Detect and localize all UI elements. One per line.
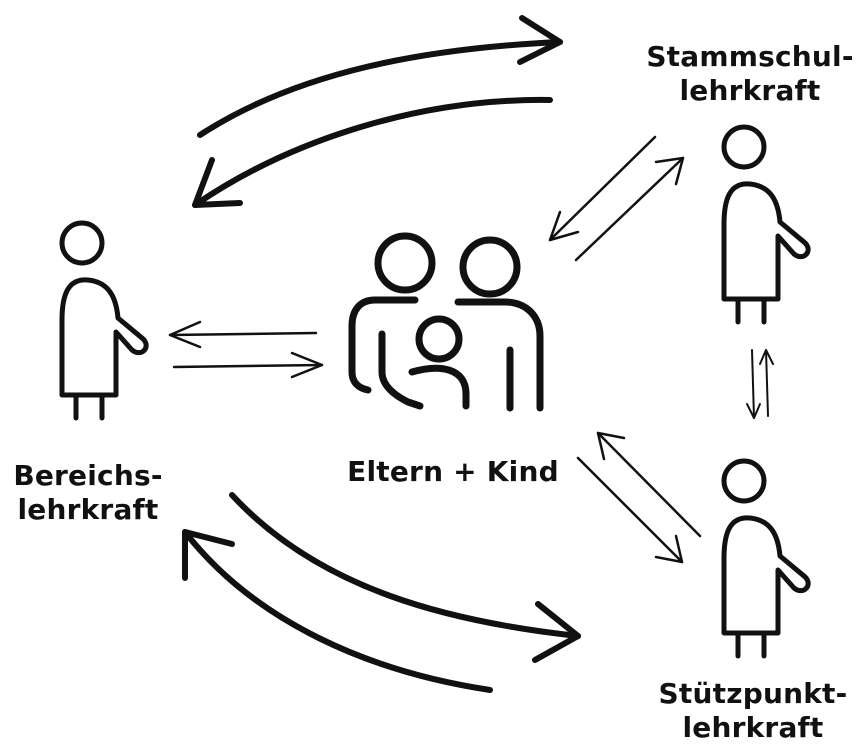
arrow-bereichs-to-stuetzpunkt bbox=[229, 492, 581, 663]
stammschullehrkraft-person-icon bbox=[724, 127, 808, 322]
stammschullehrkraft-label-line2: lehrkraft bbox=[679, 74, 821, 107]
arrow-eltern-to-stuetzpunkt bbox=[576, 456, 684, 564]
bereichslehrkraft-label-line2: lehrkraft bbox=[17, 493, 159, 526]
eltern-kind-label: Eltern + Kind bbox=[338, 455, 568, 489]
arrow-bereichs-to-stammschul bbox=[197, 15, 563, 138]
bereichslehrkraft-label: Bereichs- lehrkraft bbox=[4, 459, 172, 527]
stammschullehrkraft-label-line1: Stammschul- bbox=[646, 40, 854, 73]
arrow-eltern-to-bereichs bbox=[168, 320, 318, 349]
stammschullehrkraft-label: Stammschul- lehrkraft bbox=[640, 40, 860, 108]
stuetzpunktlehrkraft-person-icon bbox=[724, 461, 808, 656]
arrow-stammschul-to-eltern bbox=[548, 135, 657, 242]
arrow-stammschul-to-bereichs bbox=[192, 96, 553, 208]
arrow-stuetzpunkt-to-stammschul bbox=[759, 349, 774, 417]
arrow-eltern-to-stammschul bbox=[574, 156, 685, 262]
stuetzpunktlehrkraft-label: Stützpunkt- lehrkraft bbox=[648, 677, 858, 745]
arrow-stuetzpunkt-to-bereichs bbox=[182, 529, 493, 693]
bereichslehrkraft-person-icon bbox=[62, 223, 146, 418]
arrow-bereichs-to-eltern bbox=[172, 351, 324, 379]
arrow-stuetzpunkt-to-eltern bbox=[596, 431, 702, 538]
stuetzpunktlehrkraft-label-line2: lehrkraft bbox=[682, 711, 824, 744]
stuetzpunktlehrkraft-label-line1: Stützpunkt- bbox=[658, 677, 848, 710]
family-icon bbox=[348, 232, 544, 412]
bereichslehrkraft-label-line1: Bereichs- bbox=[13, 459, 163, 492]
eltern-kind-label-line1: Eltern + Kind bbox=[347, 455, 559, 488]
arrow-stammschul-to-stuetzpunkt bbox=[746, 349, 761, 419]
